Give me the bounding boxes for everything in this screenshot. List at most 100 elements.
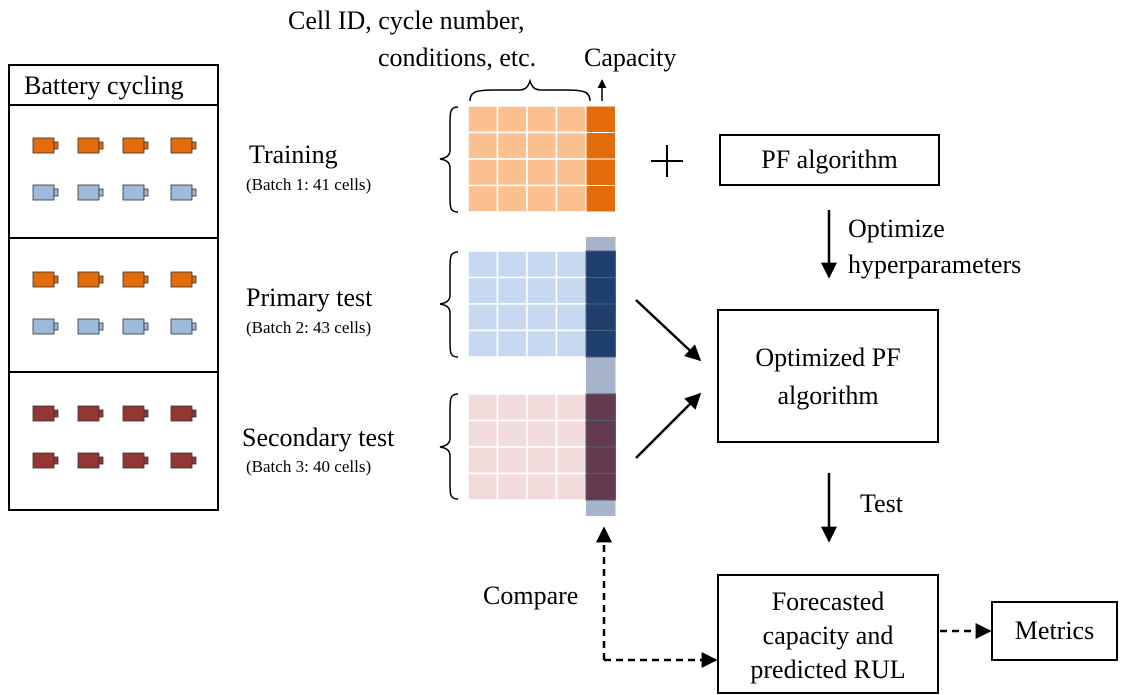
battery-terminal bbox=[98, 141, 104, 150]
feature-cell bbox=[555, 472, 587, 501]
metrics-text: Metrics bbox=[1014, 616, 1095, 645]
battery-terminal bbox=[191, 275, 197, 284]
battery-icon bbox=[77, 318, 100, 335]
primary-test-label: Primary test bbox=[246, 283, 373, 312]
capacity-cell bbox=[585, 330, 616, 358]
capacity-cell bbox=[585, 277, 616, 305]
battery-cycling-panel bbox=[8, 64, 219, 511]
battery-terminal bbox=[53, 456, 59, 465]
training-label: Training bbox=[249, 140, 338, 169]
feature-cell bbox=[496, 472, 528, 501]
battery-terminal bbox=[143, 275, 149, 284]
battery-terminal bbox=[98, 409, 104, 418]
battery-icon bbox=[77, 184, 100, 201]
battery-terminal bbox=[191, 322, 197, 331]
feature-cell bbox=[467, 184, 499, 213]
plus-sign bbox=[651, 145, 683, 177]
capacity-cell bbox=[585, 132, 616, 160]
primary-brace bbox=[439, 251, 459, 358]
feature-cell bbox=[555, 446, 587, 475]
battery-icon bbox=[122, 318, 145, 335]
battery-terminal bbox=[53, 322, 59, 331]
feature-cell bbox=[526, 393, 558, 422]
battery-terminal bbox=[143, 141, 149, 150]
feature-cell bbox=[496, 329, 528, 358]
feature-cell bbox=[555, 250, 587, 279]
secondary-brace bbox=[439, 393, 459, 500]
battery-icon bbox=[32, 184, 55, 201]
capacity-cell bbox=[585, 393, 616, 421]
feature-cell bbox=[526, 446, 558, 475]
feature-cell bbox=[467, 446, 499, 475]
feature-cell bbox=[467, 158, 499, 187]
feature-cell bbox=[467, 303, 499, 332]
primary-to-optimized-arrow bbox=[635, 299, 702, 362]
feature-cell bbox=[496, 131, 528, 160]
optimize-label-line2: hyperparameters bbox=[848, 250, 1022, 279]
battery-cycling-title: Battery cycling bbox=[24, 71, 184, 100]
feature-cell bbox=[467, 131, 499, 160]
capacity-label: Capacity bbox=[584, 43, 677, 72]
battery-terminal bbox=[143, 322, 149, 331]
feature-cell bbox=[555, 329, 587, 358]
compare-label: Compare bbox=[483, 581, 579, 610]
feature-cell bbox=[526, 131, 558, 160]
test-label: Test bbox=[860, 489, 903, 518]
battery-terminal bbox=[191, 141, 197, 150]
training-brace bbox=[439, 106, 459, 213]
battery-icon bbox=[122, 405, 145, 422]
battery-terminal bbox=[191, 456, 197, 465]
secondary-batch-label: (Batch 3: 40 cells) bbox=[246, 457, 372, 476]
feature-cell bbox=[555, 303, 587, 332]
battery-icon bbox=[32, 405, 55, 422]
feature-cell bbox=[467, 472, 499, 501]
forecast-text-line3: predicted RUL bbox=[750, 655, 906, 684]
battery-icon bbox=[170, 271, 193, 288]
feature-cell bbox=[555, 158, 587, 187]
feature-cell bbox=[496, 184, 528, 213]
feature-cell bbox=[526, 184, 558, 213]
optimize-label-line1: Optimize bbox=[848, 214, 945, 243]
battery-icon bbox=[122, 137, 145, 154]
optimized-pf-text-line1: Optimized PF bbox=[755, 343, 901, 372]
feature-cell bbox=[526, 472, 558, 501]
feature-cell bbox=[496, 446, 528, 475]
feature-cell bbox=[526, 276, 558, 305]
feature-cell bbox=[526, 105, 558, 134]
capacity-cell bbox=[585, 105, 616, 133]
battery-icon bbox=[32, 452, 55, 469]
battery-icon bbox=[77, 271, 100, 288]
capacity-cell bbox=[585, 420, 616, 448]
battery-terminal bbox=[191, 188, 197, 197]
optimized-pf-box bbox=[717, 309, 939, 443]
battery-icon bbox=[170, 137, 193, 154]
battery-terminal bbox=[53, 409, 59, 418]
capacity-cell bbox=[585, 303, 616, 331]
pf-algorithm-text: PF algorithm bbox=[761, 145, 898, 174]
feature-cell bbox=[467, 250, 499, 279]
feature-cell bbox=[467, 105, 499, 134]
forecast-text-line2: capacity and bbox=[762, 621, 894, 650]
data-matrices bbox=[467, 105, 616, 516]
feature-cell bbox=[526, 329, 558, 358]
battery-icon bbox=[77, 137, 100, 154]
secondary-to-optimized-arrow bbox=[635, 392, 702, 459]
battery-icon bbox=[170, 405, 193, 422]
battery-terminal bbox=[98, 275, 104, 284]
feature-cell bbox=[467, 393, 499, 422]
battery-icons bbox=[32, 137, 197, 469]
battery-terminal bbox=[191, 409, 197, 418]
feature-cell bbox=[467, 329, 499, 358]
braces bbox=[439, 78, 591, 500]
feature-cell bbox=[526, 303, 558, 332]
capacity-cell bbox=[585, 185, 616, 213]
battery-terminal bbox=[53, 141, 59, 150]
feature-cell bbox=[467, 276, 499, 305]
primary-batch-label: (Batch 2: 43 cells) bbox=[246, 318, 372, 337]
battery-icon bbox=[32, 137, 55, 154]
feature-cell bbox=[526, 250, 558, 279]
optimized-pf-text-line2: algorithm bbox=[777, 381, 879, 410]
battery-icon bbox=[32, 318, 55, 335]
feature-cell bbox=[496, 105, 528, 134]
